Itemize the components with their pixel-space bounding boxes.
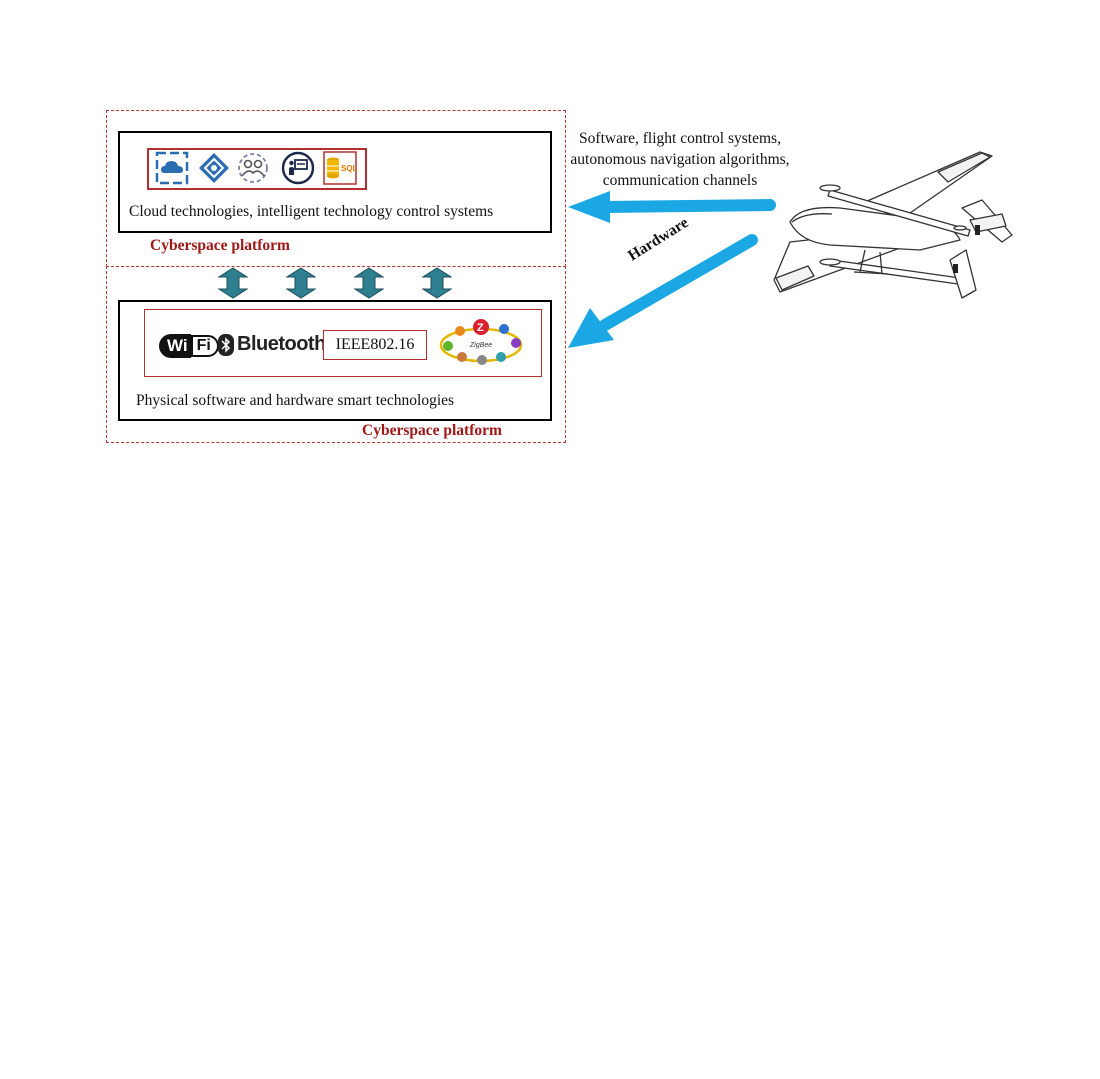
connector-arrow-4 [421,267,453,304]
cloud-network-icon [155,151,189,185]
software-arrow [568,191,776,223]
bluetooth-logo: Bluetooth [218,333,326,356]
software-annotation-line-1: Software, flight control systems, [579,130,781,147]
people-circle-icon [236,151,270,185]
svg-text:Z: Z [477,322,484,334]
zigbee-text: ZigBee [469,342,492,349]
connector-arrow-1 [217,267,249,304]
hardware-arrow [568,234,758,348]
software-annotation-line-2: autonomous navigation algorithms, [570,151,790,168]
software-annotation: Software, flight control systems, autono… [560,128,800,191]
wifi-logo-right: Fi [190,335,219,357]
wifi-logo-left: Wi [159,334,191,358]
bottom-platform-label: Cyberspace platform [362,422,502,439]
diamond-directions-icon [197,151,231,185]
top-platform-caption: Cloud technologies, intelligent technolo… [129,203,494,220]
zigbee-logo: Z ZigBee [436,318,526,373]
bottom-platform-caption: Physical software and hardware smart tec… [136,392,455,409]
connector-arrow-3 [353,267,385,304]
connector-arrow-2 [285,267,317,304]
uav-aircraft-illustration [773,151,1013,299]
bluetooth-text: Bluetooth [237,333,326,355]
presentation-board-icon [281,151,315,185]
top-platform-label: Cyberspace platform [150,237,290,254]
software-annotation-line-3: communication channels [602,172,758,189]
ieee-protocol-box: IEEE802.16 [323,330,427,360]
bottom-platform-dashed-frame [106,266,566,443]
sql-label: SQL [341,164,357,173]
sql-database-icon: SQL [323,151,358,185]
bluetooth-icon [218,333,234,356]
